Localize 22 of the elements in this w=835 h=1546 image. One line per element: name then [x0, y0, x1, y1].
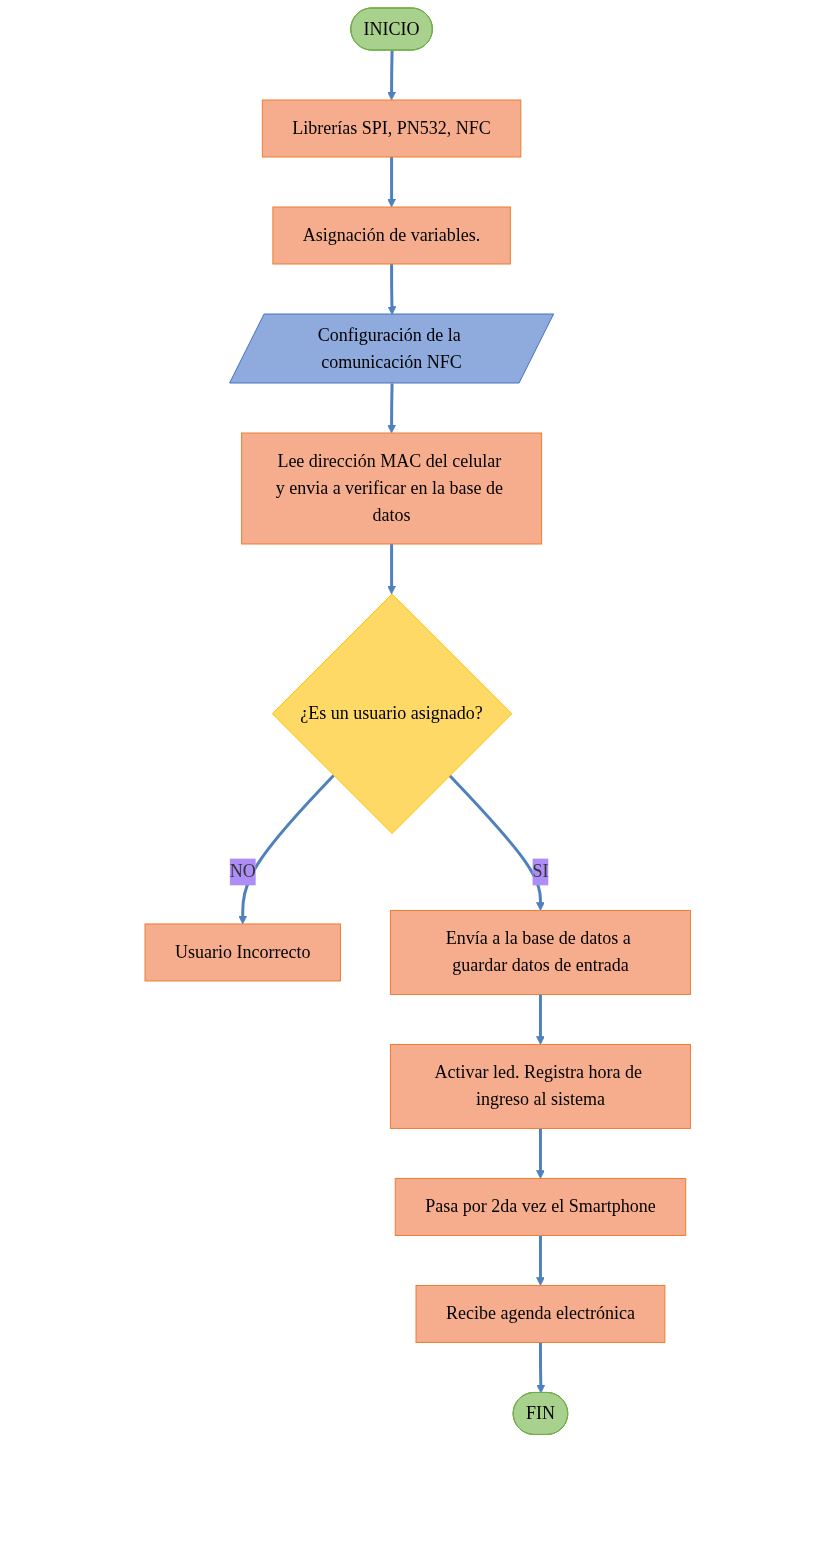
arrow	[448, 774, 545, 911]
node-box: Envía a la base de datos a guardar datos de entrada	[389, 909, 691, 995]
arrow	[387, 264, 397, 315]
node-box: Usuario Incorrecto	[144, 923, 341, 982]
arrow	[535, 1235, 545, 1286]
arrow	[536, 1342, 545, 1394]
arrow	[535, 1128, 545, 1179]
node-box: Asignación de variables.	[272, 206, 511, 265]
node-box: Lee dirección MAC del celular y envia a verificar en la base de datos	[240, 432, 542, 545]
arrow	[238, 774, 335, 925]
edge-label: SI	[532, 861, 549, 882]
node-diamond: ¿Es un usuario asignado?	[271, 593, 513, 834]
node-box: Activar led. Registra hora de ingreso al sistema	[389, 1043, 691, 1129]
arrow	[386, 544, 396, 595]
arrow	[386, 383, 396, 434]
node-box: Pasa por 2da vez el Smartphone	[394, 1177, 686, 1236]
node-box: Recibe agenda electrónica	[415, 1284, 666, 1343]
arrow	[386, 157, 396, 208]
node-box: Librerías SPI, PN532, NFC	[261, 99, 522, 158]
arrow	[386, 50, 396, 101]
edge-label: NO	[229, 861, 256, 882]
arrow	[535, 994, 545, 1045]
